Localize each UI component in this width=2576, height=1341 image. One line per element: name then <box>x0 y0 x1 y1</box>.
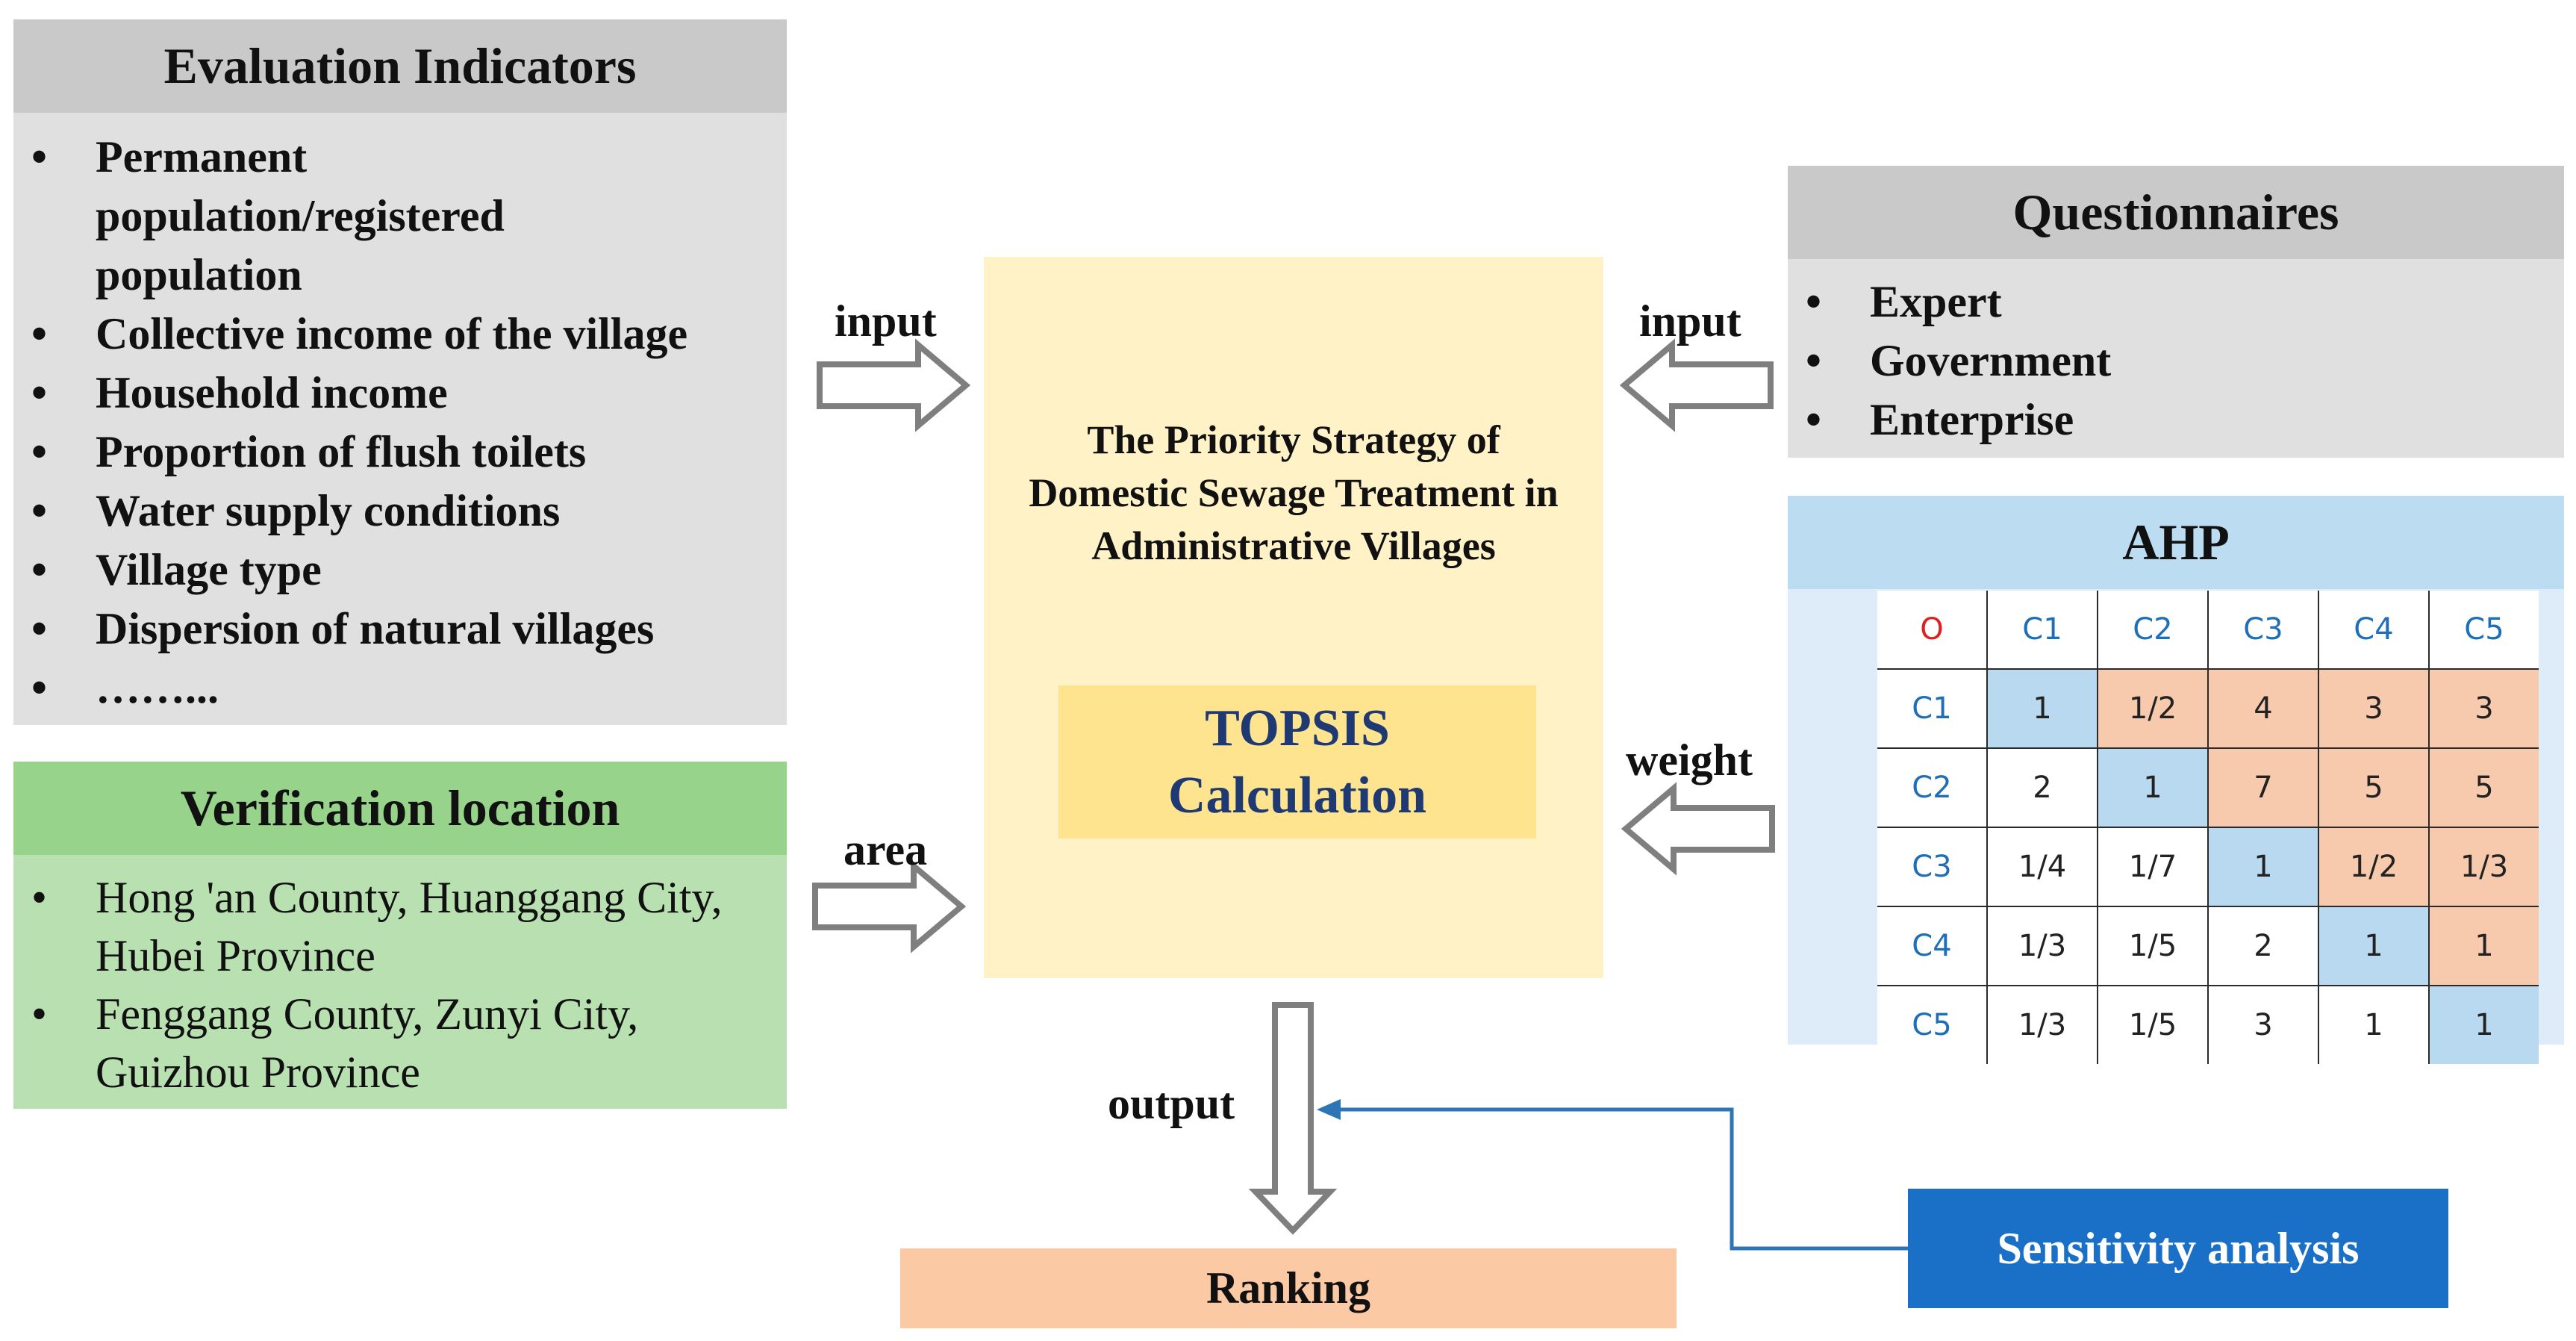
ahp-matrix-cell: 3 <box>2428 668 2539 749</box>
questionnaire-item: Government <box>1788 332 2564 391</box>
ahp-header: AHP <box>1788 496 2564 589</box>
evaluation-indicator-item: Household income <box>13 364 787 423</box>
ahp-row-header: C1 <box>1877 668 1988 749</box>
ahp-matrix-cell: 1 <box>2318 906 2430 986</box>
ahp-matrix-cell: 7 <box>2207 747 2319 828</box>
evaluation-indicators-panel: Permanentpopulation/registeredpopulation… <box>13 113 787 725</box>
ahp-matrix-cell: 5 <box>2318 747 2430 828</box>
ranking-label: Ranking <box>1206 1263 1371 1313</box>
evaluation-indicator-item: Dispersion of natural villages <box>13 600 787 659</box>
verification-location-item: Hong 'an County, Huanggang City,Hubei Pr… <box>13 868 787 985</box>
ahp-matrix-cell: 1/7 <box>2097 827 2209 907</box>
output-label: output <box>1108 1079 1235 1128</box>
ahp-matrix-cell: 1 <box>2097 747 2209 828</box>
output-arrow <box>1248 1002 1338 1235</box>
ahp-column-header: C2 <box>2097 591 2209 670</box>
questionnaires-title: Questionnaires <box>2012 184 2339 240</box>
topsis-label-line1: TOPSIS <box>1205 699 1390 757</box>
ahp-matrix-cell: 5 <box>2428 747 2539 828</box>
area-label: area <box>843 825 928 874</box>
ahp-matrix-cell: 1 <box>1986 668 2098 749</box>
evaluation-indicator-item: Proportion of flush toilets <box>13 423 787 482</box>
verification-location-title: Verification location <box>180 780 620 836</box>
ahp-matrix-cell: 1/3 <box>2428 827 2539 907</box>
ahp-column-header: C1 <box>1986 591 2098 670</box>
evaluation-indicator-item: Water supply conditions <box>13 482 787 541</box>
evaluation-indicators-header: Evaluation Indicators <box>13 19 787 113</box>
input-left-arrow <box>817 338 971 432</box>
input-left-label: input <box>835 296 937 346</box>
ahp-matrix-cell: 4 <box>2207 668 2319 749</box>
topsis-calculation-box: TOPSIS Calculation <box>1058 685 1536 838</box>
sensitivity-analysis-box: Sensitivity analysis <box>1908 1189 2448 1308</box>
ahp-matrix-cell: 1/4 <box>1986 827 2098 907</box>
weight-arrow <box>1621 782 1775 876</box>
verification-location-header: Verification location <box>13 762 787 855</box>
ahp-row-header: C2 <box>1877 747 1988 828</box>
ahp-matrix-cell: 1/2 <box>2318 827 2430 907</box>
questionnaires-header: Questionnaires <box>1788 166 2564 259</box>
ahp-matrix-cell: 1 <box>2428 985 2539 1064</box>
ahp-row-header: C5 <box>1877 985 1988 1064</box>
ahp-matrix-cell: 1/5 <box>2097 985 2209 1064</box>
ahp-column-header: C3 <box>2207 591 2319 670</box>
evaluation-indicators-list: Permanentpopulation/registeredpopulation… <box>13 128 787 718</box>
evaluation-indicator-item: ……... <box>13 659 787 718</box>
ahp-matrix-cell: 2 <box>1986 747 2098 828</box>
sensitivity-connector-arrowhead <box>1317 1099 1341 1120</box>
verification-location-panel: Hong 'an County, Huanggang City,Hubei Pr… <box>13 855 787 1109</box>
area-arrow <box>812 859 967 953</box>
questionnaires-list: ExpertGovernmentEnterprise <box>1788 273 2564 449</box>
ahp-matrix-cell: 1/3 <box>1986 906 2098 986</box>
ahp-column-header: C4 <box>2318 591 2430 670</box>
input-right-arrow <box>1619 338 1774 432</box>
evaluation-indicator-item: Collective income of the village <box>13 305 787 364</box>
ahp-matrix-cell: 1/3 <box>1986 985 2098 1064</box>
ahp-matrix-cell: 1 <box>2207 827 2319 907</box>
ahp-matrix-cell: 1 <box>2318 985 2430 1064</box>
ahp-matrix-cell: 1 <box>2428 906 2539 986</box>
input-right-label: input <box>1639 296 1741 346</box>
sensitivity-analysis-label: Sensitivity analysis <box>1997 1223 2360 1273</box>
questionnaires-panel: ExpertGovernmentEnterprise <box>1788 259 2564 458</box>
questionnaire-item: Enterprise <box>1788 391 2564 449</box>
ahp-matrix-cell: 2 <box>2207 906 2319 986</box>
ahp-row-header: C4 <box>1877 906 1988 986</box>
ahp-row-header: C3 <box>1877 827 1988 907</box>
ahp-corner-cell: O <box>1877 591 1988 670</box>
ahp-matrix-cell: 1/5 <box>2097 906 2209 986</box>
ahp-column-header: C5 <box>2428 591 2539 670</box>
ahp-matrix-cell: 1/2 <box>2097 668 2209 749</box>
weight-label: weight <box>1626 735 1753 785</box>
topsis-label-line2: Calculation <box>1167 766 1427 824</box>
verification-location-list: Hong 'an County, Huanggang City,Hubei Pr… <box>13 868 787 1101</box>
evaluation-indicators-title: Evaluation Indicators <box>163 37 637 94</box>
ahp-matrix-cell: 3 <box>2207 985 2319 1064</box>
evaluation-indicator-item: Village type <box>13 541 787 600</box>
questionnaire-item: Expert <box>1788 273 2564 332</box>
ahp-matrix-cell: 3 <box>2318 668 2430 749</box>
sensitivity-connector-line <box>1336 1107 1908 1251</box>
ranking-box: Ranking <box>900 1248 1677 1328</box>
verification-location-item: Fenggang County, Zunyi City,Guizhou Prov… <box>13 985 787 1101</box>
ahp-title: AHP <box>2122 514 2230 570</box>
